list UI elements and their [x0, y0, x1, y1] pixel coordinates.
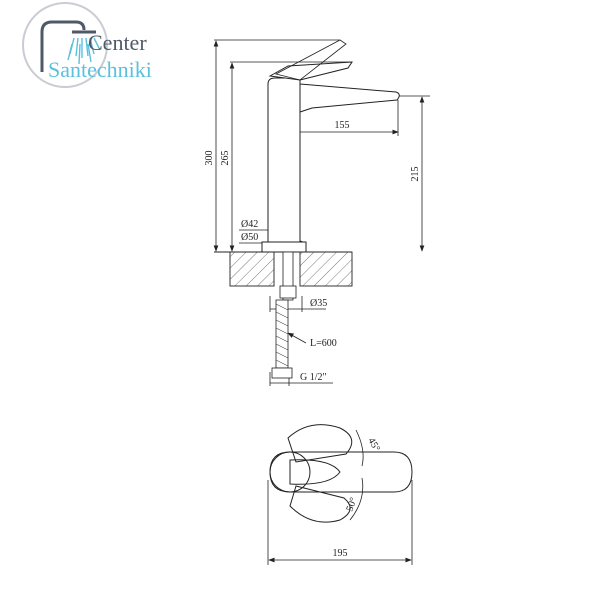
- faucet-side-view: [261, 39, 400, 253]
- top-view-lever-rotated-2: [289, 485, 351, 523]
- dim-line-hose: [287, 332, 307, 344]
- top-view-body: [269, 451, 413, 493]
- countertop-right: [299, 251, 353, 287]
- label-thread: G 1/2": [300, 372, 327, 383]
- label-total-height: 300: [204, 151, 215, 166]
- logo-text-santechniki: Santechniki: [48, 57, 152, 82]
- angle-arc-45: [355, 429, 364, 467]
- faucet-spout: [299, 83, 400, 113]
- top-view-lever-rotated: [287, 424, 353, 463]
- faucet-body: [267, 77, 301, 243]
- label-angle-50: 50°: [344, 496, 359, 513]
- label-hose-length: L=600: [310, 338, 337, 349]
- company-logo: Center Santechniki: [22, 2, 182, 92]
- label-hole-diameter: Ø35: [310, 298, 327, 309]
- logo-ring: [22, 2, 108, 88]
- label-spout-reach: 155: [335, 120, 350, 131]
- angle-arc-50: [349, 477, 364, 521]
- label-angle-45: 45°: [365, 436, 382, 454]
- top-view-base-circle: [269, 451, 311, 493]
- label-spout-height: 215: [410, 167, 421, 182]
- label-base-diameter: Ø50: [241, 232, 258, 243]
- faucet-base: [261, 241, 307, 253]
- faucet-top-view: [269, 424, 413, 523]
- countertop-left: [229, 251, 275, 287]
- logo-text-center: Center: [88, 30, 147, 55]
- hose-assembly: [271, 251, 297, 379]
- top-view-lever: [289, 459, 341, 485]
- shower-head-icon: [40, 20, 101, 72]
- faucet-lever-raised: [274, 39, 347, 81]
- label-body-height: 265: [220, 151, 231, 166]
- label-body-diameter: Ø42: [241, 219, 258, 230]
- label-top-width: 195: [333, 548, 348, 559]
